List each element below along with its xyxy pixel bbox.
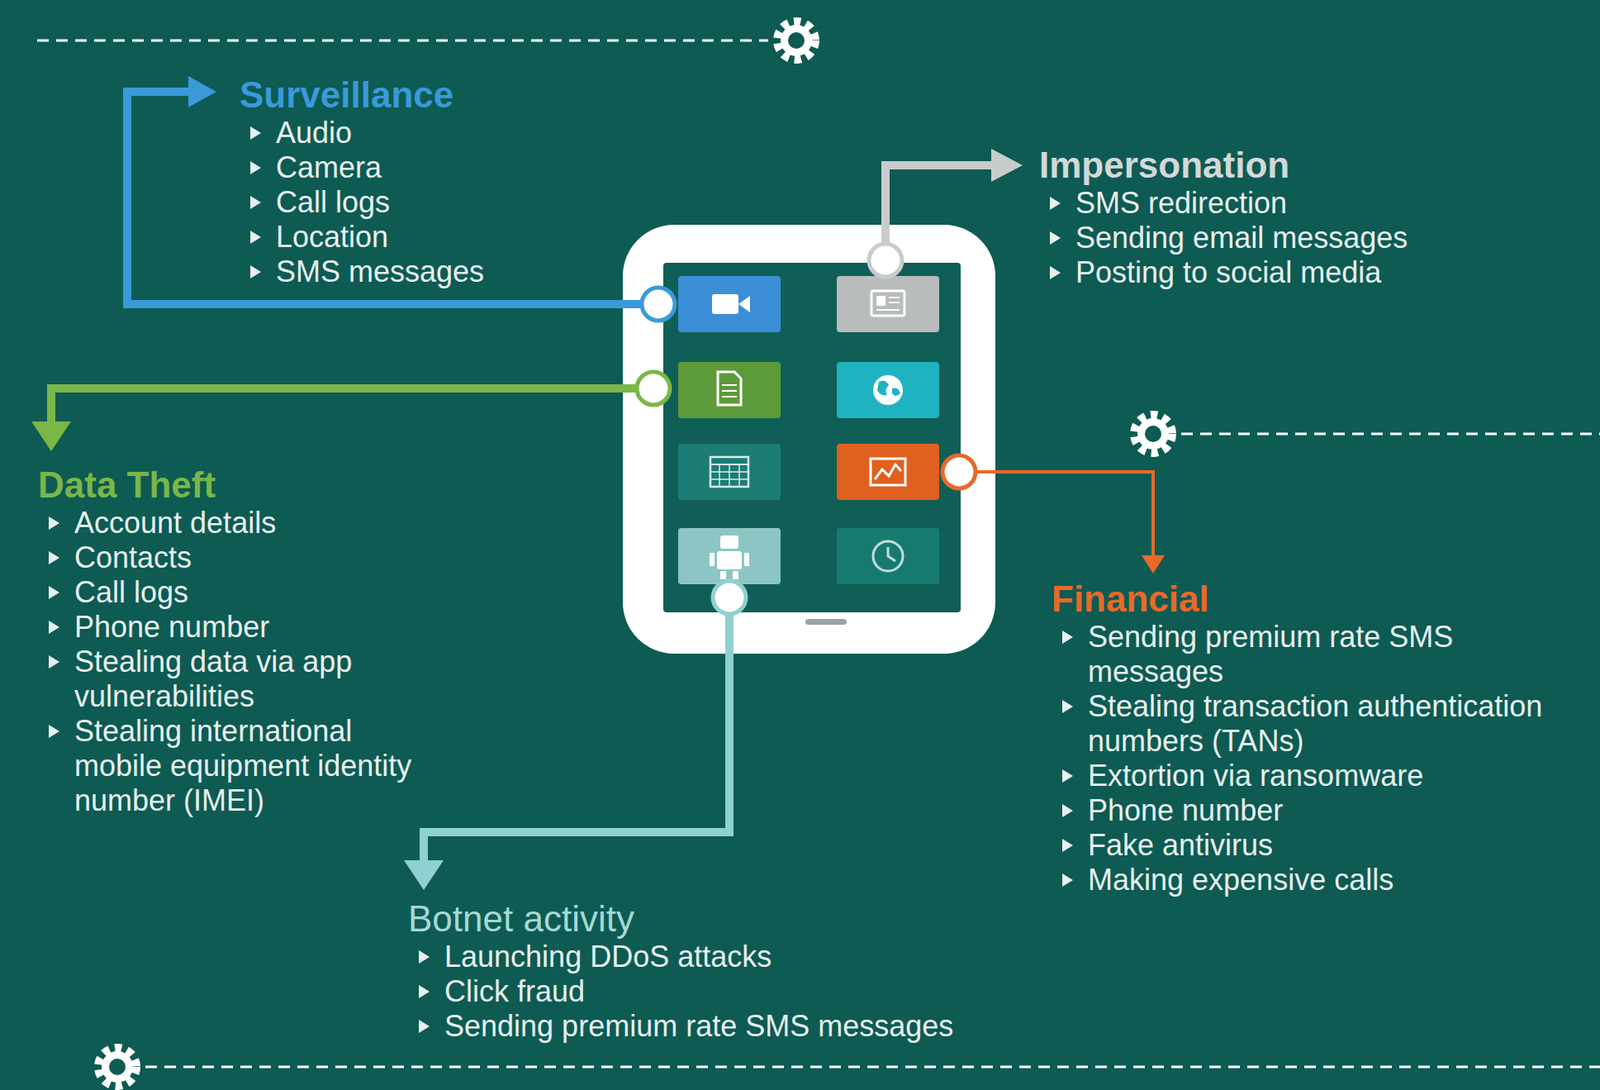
bullet-arrow [1062,873,1073,887]
data-theft-group: Data TheftAccount detailsContactsCall lo… [37,464,435,818]
list-row: Making expensive calls [1051,862,1581,898]
list-row: Sending premium rate SMS messages [1051,619,1581,689]
gear-icon [99,1048,136,1085]
list-row: SMS messages [239,254,603,290]
phone-screen [663,262,961,613]
phone-body [622,224,996,654]
list-row: Sending premium rate SMS messages [408,1008,1152,1044]
list-item: Sending premium rate SMS messages [1087,619,1453,689]
list-row: Stealing international mobile equipment … [37,713,435,818]
list-item: Stealing transaction authentication numb… [1087,688,1543,758]
list-row: Stealing transaction authentication numb… [1051,688,1581,759]
bullet-arrow [1049,231,1061,245]
list-item: Fake antivirus [1087,827,1273,862]
bullet-arrow [418,949,430,964]
connector-lines [31,75,1165,890]
bullet-arrow [48,585,60,599]
list-item: Launching DDoS attacks [444,939,772,974]
list-item: Audio [275,115,352,150]
list-item: Account details [74,505,276,540]
list-item: Stealing international mobile equipment … [74,713,412,817]
list-row: Audio [239,115,603,151]
list-row: Account details [37,505,435,541]
list-item: Phone number [1087,792,1283,827]
group-heading: Data Theft [37,464,435,506]
bullet-arrow [1062,699,1073,713]
list-row: Phone number [1051,792,1581,828]
financial-group: FinancialSending premium rate SMS messag… [1051,578,1581,898]
group-heading: Financial [1051,578,1581,620]
bullet-arrow [48,516,60,530]
gear-icon [778,22,815,59]
bullet-arrow [1049,265,1061,280]
bullet-arrow [250,230,262,244]
list-row: Click fraud [408,973,1152,1009]
list-item: Call logs [275,185,390,219]
list-item: Posting to social media [1075,255,1382,290]
list-row: Stealing data via app vulnerabilities [37,644,435,714]
list-row: Fake antivirus [1051,827,1581,863]
list-item: Sending premium rate SMS messages [444,1008,954,1043]
list-row: Launching DDoS attacks [408,939,1152,974]
bullet-arrow [1062,630,1073,644]
bullet-arrow [48,620,60,634]
bullet-arrow [250,126,262,140]
list-row: SMS redirection [1039,185,1568,221]
list-item: Phone number [74,609,270,644]
bullet-arrow [48,724,60,738]
group-heading: Surveillance [239,74,603,116]
list-item: Click fraud [444,973,585,1008]
list-item: Stealing data via app vulnerabilities [74,644,352,713]
list-row: Location [239,219,603,255]
group-heading: Botnet activity [408,897,1152,940]
bullet-arrow [418,1019,430,1033]
app-icons [678,275,940,584]
bullet-arrow [48,655,60,669]
bullet-arrow [250,195,262,209]
surveillance-group: SurveillanceAudioCameraCall logsLocation… [239,74,603,290]
list-item: Call logs [74,574,189,609]
gear-icon [1134,415,1172,452]
list-item: Location [275,219,389,254]
dashed-rule [37,39,769,43]
list-row: Call logs [239,185,603,220]
group-heading: Impersonation [1039,144,1568,186]
bullet-arrow [250,265,262,279]
bullet-arrow [250,161,262,175]
botnet-group: Botnet activityLaunching DDoS attacksCli… [408,897,1152,1044]
list-row: Posting to social media [1039,255,1568,290]
list-row: Sending email messages [1039,220,1568,256]
bullet-arrow [1062,803,1073,817]
dashed-rule [1181,432,1600,436]
list-item: Extortion via ransomware [1087,758,1424,793]
impersonation-group: ImpersonationSMS redirectionSending emai… [1039,144,1568,290]
bullet-arrow [1049,196,1061,210]
bullet-arrow [418,984,430,998]
list-item: Camera [275,150,382,185]
list-item: SMS messages [275,254,485,289]
dashed-rule [145,1065,1600,1069]
list-item: Sending email messages [1075,220,1408,255]
bullet-arrow [1062,769,1073,783]
list-row: Call logs [37,574,435,610]
list-item: SMS redirection [1075,185,1287,220]
list-row: Contacts [37,540,435,575]
list-item: Contacts [74,540,192,575]
home-button [805,618,847,625]
bullet-arrow [48,550,60,565]
list-item: Making expensive calls [1087,862,1394,897]
list-row: Extortion via ransomware [1051,758,1581,793]
bullet-arrow [1062,838,1073,852]
list-row: Camera [239,150,603,186]
list-row: Phone number [37,609,435,645]
